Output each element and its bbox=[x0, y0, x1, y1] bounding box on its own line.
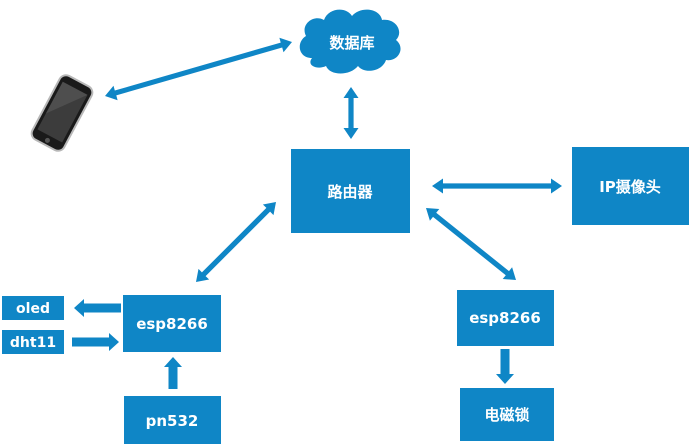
electromagnetic-lock-label: 电磁锁 bbox=[484, 406, 529, 424]
arrow-database-router bbox=[343, 87, 359, 139]
arrow-phone-database bbox=[105, 37, 292, 101]
oled-box bbox=[2, 296, 64, 320]
cloud-icon: 数据库 bbox=[299, 9, 401, 74]
router-box bbox=[291, 149, 410, 233]
arrow-pn532-esp8266 bbox=[164, 357, 182, 389]
arrow-router-esp8266-right bbox=[426, 208, 516, 280]
electromagnetic-lock-box bbox=[460, 388, 554, 441]
esp8266-left-label: esp8266 bbox=[136, 315, 208, 333]
router-label: 路由器 bbox=[327, 183, 373, 201]
dht11-label: dht11 bbox=[10, 335, 56, 351]
pn532-box bbox=[124, 396, 221, 444]
smartphone-icon bbox=[30, 74, 94, 152]
connection-arrows bbox=[72, 37, 562, 389]
oled-label: oled bbox=[16, 301, 50, 317]
ip-camera-box bbox=[572, 147, 689, 225]
pn532-label: pn532 bbox=[146, 412, 199, 430]
esp8266-right-label: esp8266 bbox=[469, 309, 541, 327]
esp8266-right-box bbox=[457, 290, 554, 346]
dht11-box bbox=[2, 330, 64, 354]
arrow-esp8266-oled bbox=[74, 299, 121, 317]
arrow-router-esp8266-left bbox=[196, 202, 276, 282]
arrow-dht11-esp8266 bbox=[72, 333, 119, 351]
ip-camera-label: IP摄像头 bbox=[599, 178, 661, 196]
esp8266-left-box bbox=[123, 295, 221, 352]
database-label: 数据库 bbox=[329, 34, 374, 52]
arrow-esp8266-lock bbox=[496, 349, 514, 384]
arrow-router-camera bbox=[432, 178, 562, 194]
